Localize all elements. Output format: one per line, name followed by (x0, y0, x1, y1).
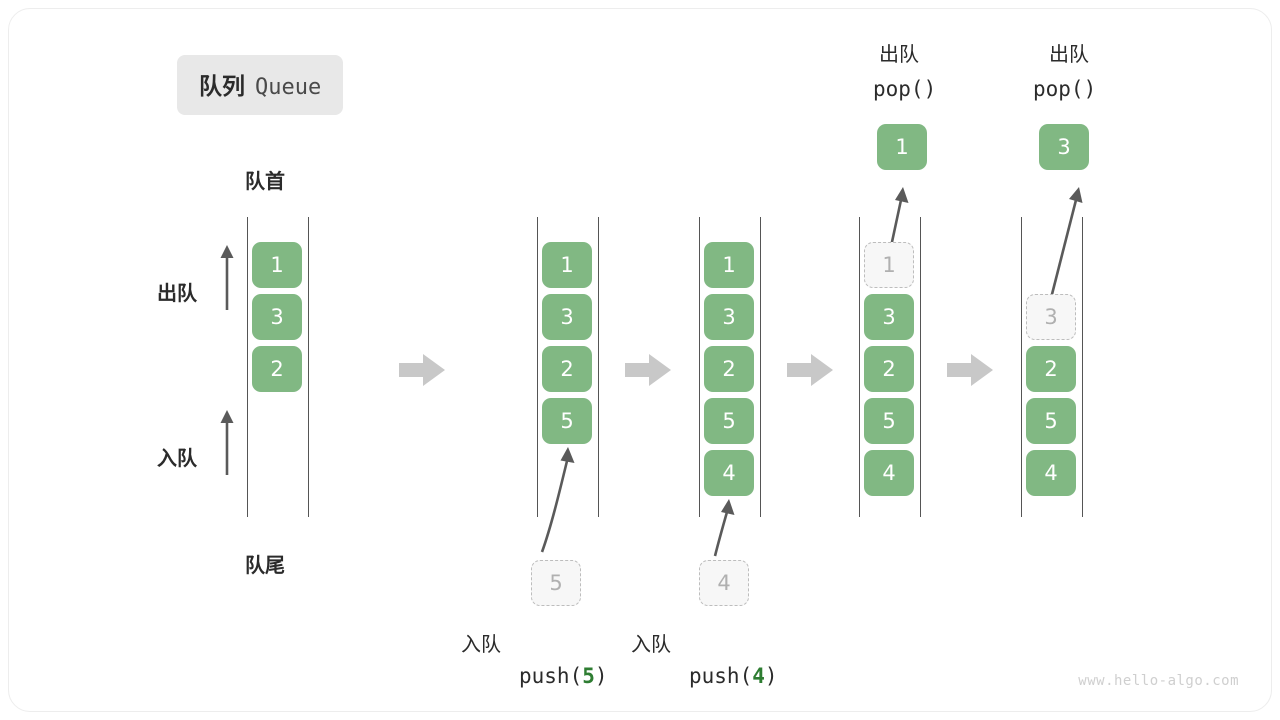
queue-column-3: 1 3 2 5 4 (699, 217, 761, 517)
enqueue-direction-arrow (220, 410, 234, 475)
queue-cell: 2 (704, 346, 754, 392)
caption-cn-3: 入队 (631, 632, 671, 656)
queue-cell: 3 (704, 294, 754, 340)
step-arrow-icon (947, 354, 993, 386)
watermark: www.hello-algo.com (1078, 673, 1239, 689)
caption-code-2: push(5) (519, 664, 608, 688)
queue-cell: 1 (704, 242, 754, 288)
queue-cell: 5 (864, 398, 914, 444)
popped-cell-5: 3 (1039, 124, 1089, 170)
queue-cell: 2 (542, 346, 592, 392)
step-arrow-icon (625, 354, 671, 386)
floating-ghost-cell-2: 5 (531, 560, 581, 606)
step-arrow-icon (399, 354, 445, 386)
queue-rail-3 (699, 217, 761, 517)
queue-cell: 2 (1026, 346, 1076, 392)
queue-rail-2 (537, 217, 599, 517)
queue-cell: 4 (1026, 450, 1076, 496)
queue-cell-new: 4 (704, 450, 754, 496)
top-label-cn-5: 出队 (1049, 42, 1089, 66)
code-arg: 4 (752, 664, 765, 688)
queue-column-2: 1 3 2 5 (537, 217, 599, 517)
popped-cell-4: 1 (877, 124, 927, 170)
caption-code-3: push(4) (689, 664, 778, 688)
queue-cell: 1 (542, 242, 592, 288)
dequeue-direction-arrow (220, 245, 234, 310)
diagram-canvas: 队列 Queue 队首 队尾 出队 入队 1 3 2 1 3 2 5 5 入队 … (8, 8, 1272, 712)
queue-rail-4 (859, 217, 921, 517)
enqueue-direction-label: 入队 (157, 446, 197, 470)
top-label-code-4: pop() (873, 77, 937, 101)
queue-cell-removed: 1 (864, 242, 914, 288)
queue-cell: 2 (252, 346, 302, 392)
title-chinese: 队列 (199, 74, 245, 100)
queue-cell: 2 (864, 346, 914, 392)
queue-rail-1 (247, 217, 309, 517)
step-arrow-icon (787, 354, 833, 386)
queue-column-5: 3 2 5 4 (1021, 217, 1083, 517)
push-arrow-3 (713, 499, 735, 557)
head-label: 队首 (245, 169, 285, 193)
code-arg: 5 (582, 664, 595, 688)
top-label-cn-4: 出队 (879, 42, 919, 66)
tail-label: 队尾 (245, 553, 285, 577)
queue-cell: 5 (704, 398, 754, 444)
queue-cell: 4 (864, 450, 914, 496)
queue-cell-new: 5 (542, 398, 592, 444)
code-prefix: push( (519, 664, 583, 688)
code-suffix: ) (764, 664, 778, 688)
queue-column-4: 1 3 2 5 4 (859, 217, 921, 517)
queue-cell: 3 (252, 294, 302, 340)
queue-cell: 1 (252, 242, 302, 288)
queue-column-1: 1 3 2 (247, 217, 309, 517)
queue-cell: 3 (542, 294, 592, 340)
dequeue-direction-label: 出队 (157, 281, 197, 305)
diagram-title-chip: 队列 Queue (177, 55, 344, 115)
top-label-code-5: pop() (1033, 77, 1097, 101)
queue-cell: 5 (1026, 398, 1076, 444)
push-arrow-2 (540, 447, 575, 553)
queue-cell: 3 (864, 294, 914, 340)
caption-cn-2: 入队 (461, 632, 501, 656)
floating-ghost-cell-3: 4 (699, 560, 749, 606)
queue-cell-removed: 3 (1026, 294, 1076, 340)
title-english: Queue (255, 75, 322, 100)
code-prefix: push( (689, 664, 753, 688)
queue-rail-5 (1021, 217, 1083, 517)
code-suffix: ) (594, 664, 608, 688)
